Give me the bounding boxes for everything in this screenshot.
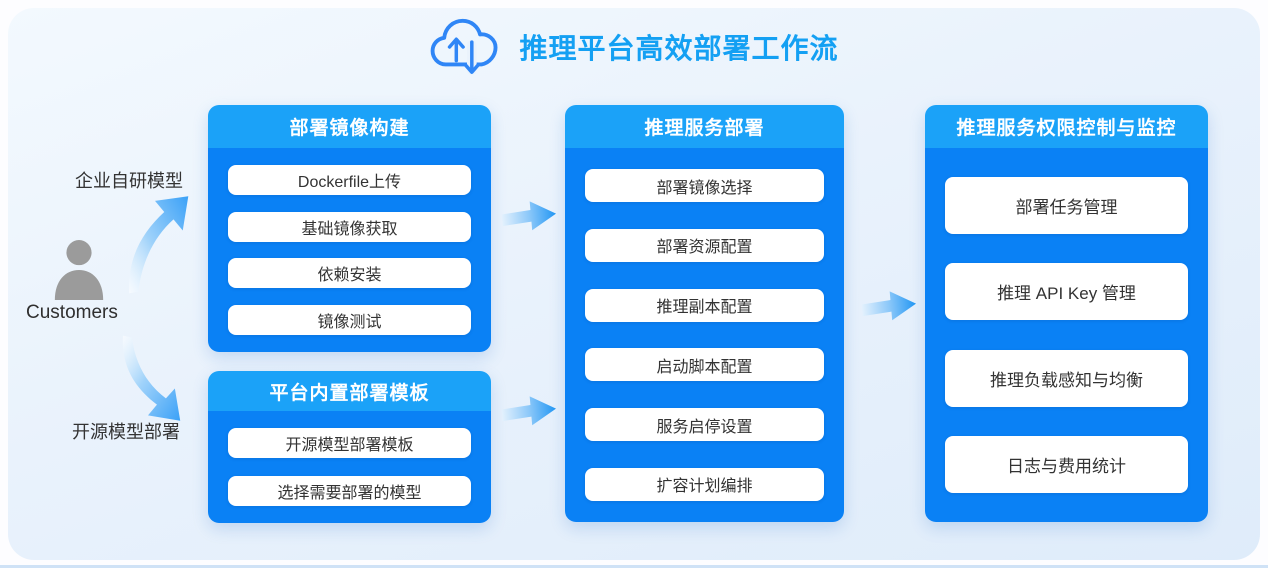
workflow-step: 部署任务管理	[945, 177, 1188, 234]
group-image-build: 部署镜像构建 Dockerfile上传基础镜像获取依赖安装镜像测试	[208, 105, 491, 352]
cloud-upload-download-icon	[431, 18, 498, 76]
group-header: 推理服务权限控制与监控	[925, 105, 1208, 148]
group-body: 部署任务管理推理 API Key 管理推理负载感知与均衡日志与费用统计	[925, 148, 1208, 522]
page-bottom-edge	[0, 565, 1268, 568]
workflow-step: 选择需要部署的模型	[228, 476, 471, 506]
curved-arrow-down-icon	[122, 335, 181, 421]
group-body: Dockerfile上传基础镜像获取依赖安装镜像测试	[208, 148, 491, 352]
group-service-deploy: 推理服务部署 部署镜像选择部署资源配置推理副本配置启动脚本配置服务启停设置扩容计…	[565, 105, 844, 522]
workflow-step: 开源模型部署模板	[228, 428, 471, 458]
group-header: 推理服务部署	[565, 105, 844, 148]
group-body: 部署镜像选择部署资源配置推理副本配置启动脚本配置服务启停设置扩容计划编排	[565, 148, 844, 522]
group-header: 部署镜像构建	[208, 105, 491, 148]
workflow-step: 日志与费用统计	[945, 435, 1188, 493]
workflow-step: 部署资源配置	[585, 228, 824, 262]
workflow-step: 启动脚本配置	[585, 348, 824, 382]
workflow-step: 服务启停设置	[585, 408, 824, 442]
workflow-step: 扩容计划编排	[585, 467, 824, 501]
curved-arrow-up-icon	[128, 196, 189, 294]
workflow-step: 镜像测试	[228, 304, 471, 335]
diagram-title-row: 推理平台高效部署工作流	[0, 16, 1268, 78]
workflow-step: 推理副本配置	[585, 288, 824, 322]
workflow-step: 基础镜像获取	[228, 211, 471, 242]
flow-label-enterprise-model: 企业自研模型	[75, 171, 183, 191]
page-title: 推理平台高效部署工作流	[519, 33, 839, 64]
workflow-step: 推理 API Key 管理	[945, 263, 1188, 321]
actor-label: Customers	[26, 302, 118, 323]
workflow-step: Dockerfile上传	[228, 165, 471, 195]
flow-arrow-icon	[861, 291, 917, 321]
flow-arrow-icon	[501, 396, 557, 426]
flow-label-opensource-model: 开源模型部署	[72, 422, 180, 442]
workflow-step: 部署镜像选择	[585, 169, 824, 202]
group-body: 开源模型部署模板选择需要部署的模型	[208, 411, 491, 523]
person-icon	[54, 240, 104, 300]
group-access-monitor: 推理服务权限控制与监控 部署任务管理推理 API Key 管理推理负载感知与均衡…	[925, 105, 1208, 522]
group-builtin-template: 平台内置部署模板 开源模型部署模板选择需要部署的模型	[208, 371, 491, 523]
group-header: 平台内置部署模板	[208, 371, 491, 411]
workflow-step: 推理负载感知与均衡	[945, 349, 1188, 407]
workflow-step: 依赖安装	[228, 258, 471, 289]
flow-arrow-icon	[501, 201, 557, 231]
